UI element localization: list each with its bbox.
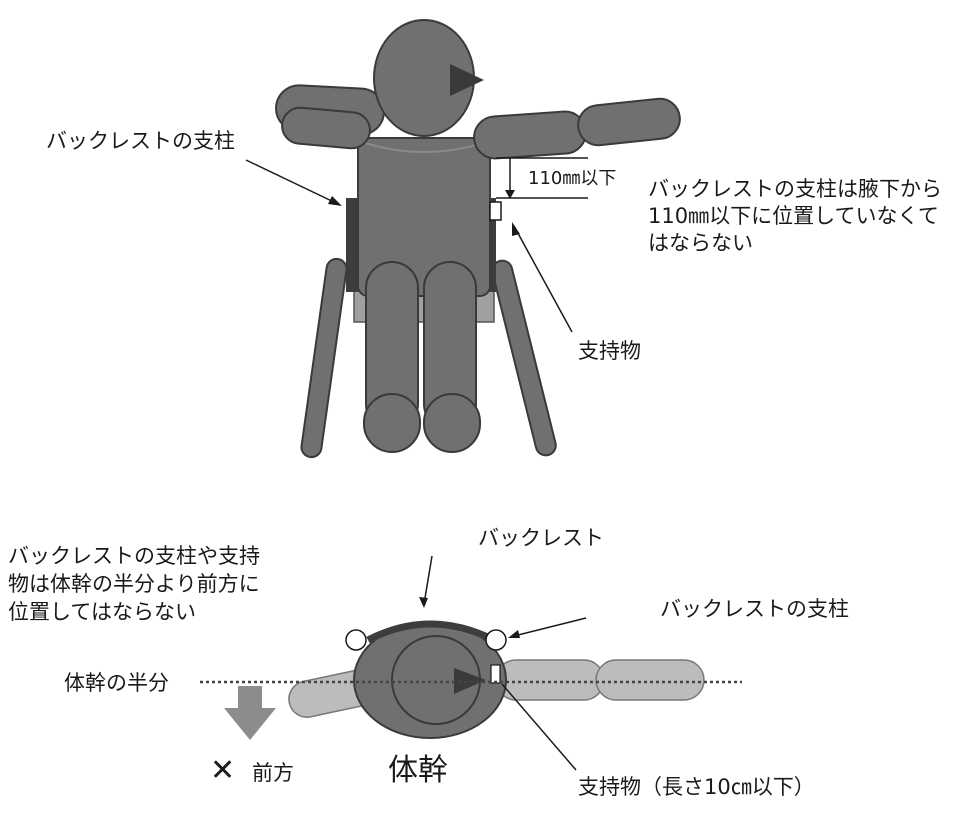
label-backrest: バックレスト: [478, 526, 604, 550]
wheelchair-top-view: [200, 620, 742, 740]
right-knee: [423, 393, 481, 453]
forward-arrow-head: [224, 708, 276, 740]
pointer-support-head: [512, 222, 520, 236]
right-wheel: [491, 259, 557, 457]
top-view-post-left: [345, 629, 367, 651]
label-measure-110mm: 110㎜以下: [528, 168, 617, 189]
label-rule-top-line2: 110㎜以下に位置していなくて: [648, 204, 939, 228]
shoulder-line: [361, 141, 487, 153]
label-rule-bottom-line3: 位置してはならない: [8, 600, 196, 624]
pointer-support: [513, 225, 573, 333]
wheelchair-front-view: [275, 19, 681, 459]
face-direction-marker: [450, 64, 484, 96]
pointer-top-view-post-head: [508, 630, 520, 638]
label-support-top: 支持物: [578, 339, 641, 363]
pointer-top-view-post: [513, 617, 587, 637]
pointer-backrest: [423, 555, 433, 605]
top-view-support: [490, 664, 501, 684]
label-rule-top-line3: はならない: [648, 231, 753, 255]
top-view-post-right: [485, 629, 507, 651]
left-knee: [363, 393, 421, 453]
right-upper-arm: [473, 110, 587, 160]
right-forearm: [577, 97, 681, 147]
label-rule-bottom-line2: 物は体幹の半分より前方に: [8, 572, 260, 596]
cross-mark-icon: ✕: [210, 753, 236, 788]
left-wheel: [300, 257, 348, 459]
label-backrest-post-bottom: バックレストの支柱: [660, 597, 849, 621]
label-forward: 前方: [252, 761, 294, 785]
pointer-backrest-post: [245, 159, 339, 205]
measure-arrow-head: [505, 190, 515, 199]
pointer-top-view-support: [501, 683, 577, 771]
label-rule-bottom-line1: バックレストの支柱や支持: [8, 544, 260, 568]
pointer-backrest-head: [419, 597, 428, 608]
label-rule-top-line1: バックレストの支柱は腋下から: [648, 177, 942, 201]
label-support-bottom: 支持物（長さ10㎝以下）: [578, 775, 815, 799]
support-object: [489, 201, 502, 221]
forward-arrow-shaft: [238, 686, 262, 710]
label-backrest-post-top: バックレストの支柱: [46, 129, 235, 153]
label-trunk: 体幹: [388, 753, 448, 788]
backrest-arc: [366, 620, 496, 644]
top-view-upper-arm: [495, 659, 605, 701]
label-trunk-half: 体幹の半分: [64, 671, 169, 695]
top-pointers: [245, 159, 573, 333]
pointer-backrest-post-head: [328, 196, 342, 206]
top-view-forearm: [595, 659, 705, 701]
bottom-pointers: [419, 555, 587, 771]
left-forearm: [281, 106, 371, 150]
